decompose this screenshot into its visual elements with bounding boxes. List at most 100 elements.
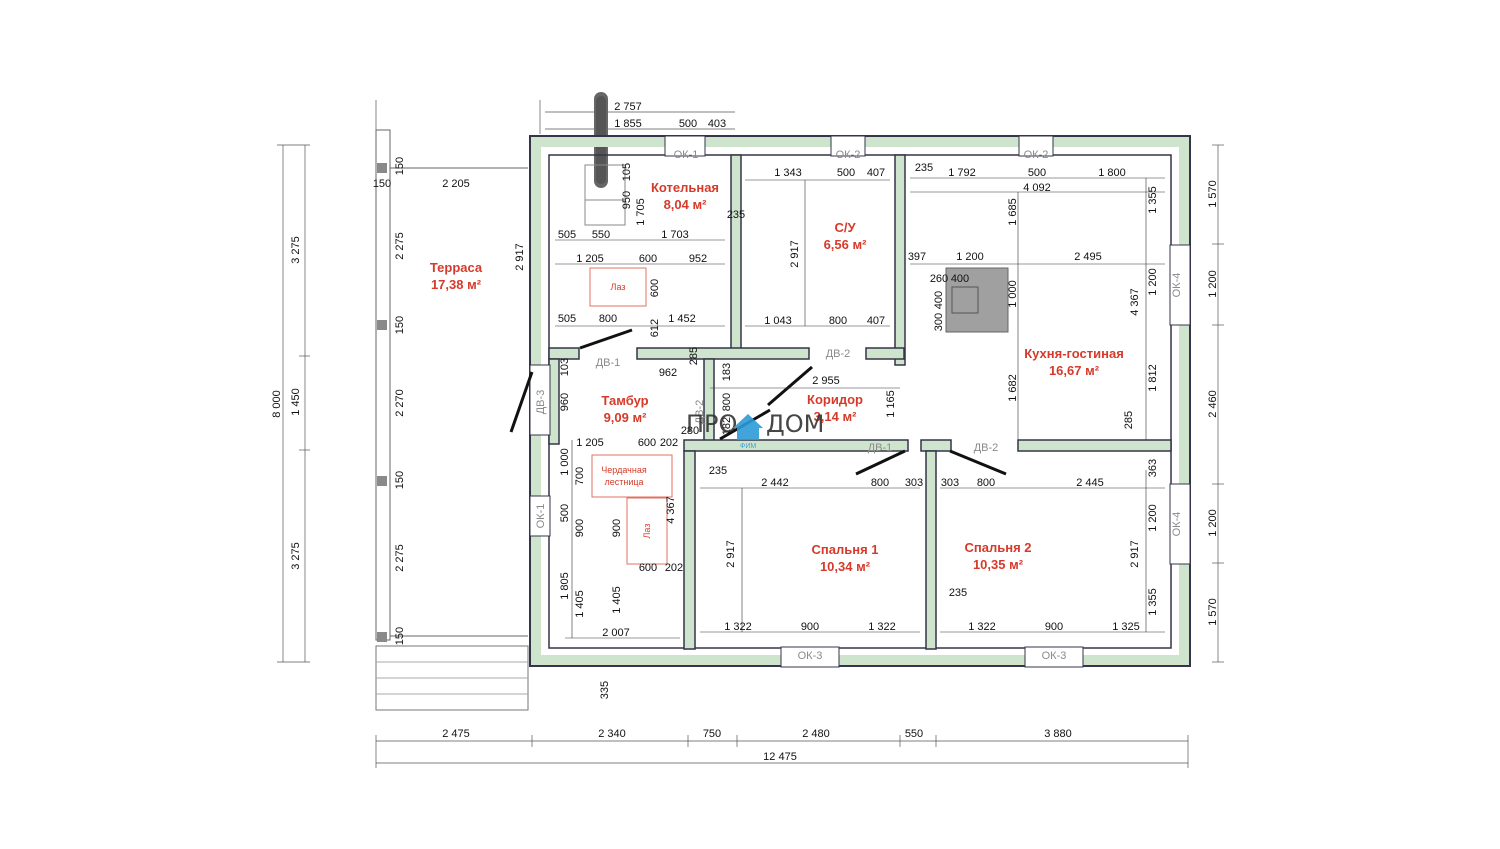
dim-boiler-1205: 1 205 xyxy=(576,253,604,265)
tag-ok3-a: ОК-3 xyxy=(798,650,823,662)
room-labels: Терраса 17,38 м² Котельная 8,04 м² С/У 6… xyxy=(430,180,1124,574)
dim-boiler-612: 612 xyxy=(649,319,661,337)
dim-bed1-235a: 235 xyxy=(709,465,727,477)
dim-bed2-2917: 2 917 xyxy=(1129,540,1141,568)
room-area-bath: 6,56 м² xyxy=(824,237,868,252)
dim-kitchen-400b: 400 xyxy=(933,291,945,309)
dim-left-1: 3 275 xyxy=(290,236,302,264)
dim-bath-1043: 1 043 xyxy=(764,315,792,327)
dim-bath-800: 800 xyxy=(829,315,847,327)
hatch-boiler xyxy=(589,267,647,307)
dim-kitchen-1682: 1 682 xyxy=(1007,374,1019,402)
dim-vest-600b: 600 xyxy=(639,562,657,574)
attic-stair-label-2: лестница xyxy=(604,477,643,487)
tag-ok1-left: ОК-1 xyxy=(535,504,547,529)
dim-vest-1805: 1 805 xyxy=(559,572,571,600)
room-area-kitchen: 16,67 м² xyxy=(1049,363,1100,378)
dim-vest-182: 182 xyxy=(721,417,733,435)
dim-bottom-4: 2 480 xyxy=(802,728,830,740)
dim-vest-103: 103 xyxy=(559,358,571,376)
tag-ok4-b: ОК-4 xyxy=(1171,512,1183,537)
dim-terrace-2205: 2 205 xyxy=(442,178,470,190)
dim-vest-1000: 1 000 xyxy=(559,448,571,476)
dim-kitchen-285: 285 xyxy=(1123,411,1135,429)
dim-boiler-950: 950 xyxy=(621,191,633,209)
hatch-vestibule-label: Лаз xyxy=(642,524,652,539)
hatch-vestibule xyxy=(626,497,668,565)
room-area-vestibule: 9,09 м² xyxy=(604,410,648,425)
dim-bed2-900: 900 xyxy=(1045,621,1063,633)
dim-vest-335: 335 xyxy=(599,681,611,699)
dim-bottom-1: 2 475 xyxy=(442,728,470,740)
logo-right-text: ДОМ xyxy=(766,410,824,438)
tag-dv2-c: ДВ-2 xyxy=(974,442,999,454)
tag-dv3: ДВ-3 xyxy=(535,390,547,415)
tag-dv2-a: ДВ-2 xyxy=(826,348,851,360)
dim-bottom-5: 550 xyxy=(905,728,923,740)
door-swings xyxy=(509,328,1007,476)
dim-kitchen-1355: 1 355 xyxy=(1147,186,1159,214)
dim-bottom-3: 750 xyxy=(703,728,721,740)
dim-vest-202b: 202 xyxy=(665,562,683,574)
dim-boiler-105: 105 xyxy=(621,163,633,181)
dim-kitchen-235: 235 xyxy=(915,162,933,174)
dim-kitchen-1685: 1 685 xyxy=(1007,198,1019,226)
dim-kitchen-1000: 1 000 xyxy=(1007,280,1019,308)
dim-bed2-1200: 1 200 xyxy=(1147,504,1159,532)
dim-bed1-1322a: 1 322 xyxy=(724,621,752,633)
room-area-bedroom2: 10,35 м² xyxy=(973,557,1024,572)
dim-vest-1405b: 1 405 xyxy=(611,586,623,614)
dim-kitchen-1812: 1 812 xyxy=(1147,364,1159,392)
dim-vest-2007: 2 007 xyxy=(602,627,630,639)
kitchen-column-core xyxy=(951,286,979,314)
measurement-lines xyxy=(555,177,1165,639)
room-area-terrace: 17,38 м² xyxy=(431,277,482,292)
dim-boiler-505b: 505 xyxy=(558,313,576,325)
dim-kitchen-1792: 1 792 xyxy=(948,167,976,179)
dim-top-2b: 500 xyxy=(679,118,697,130)
dim-bed2-2445: 2 445 xyxy=(1076,477,1104,489)
dim-terrace-2917: 2 917 xyxy=(514,243,526,271)
kitchen-column xyxy=(945,267,1009,333)
dim-kitchen-4367: 4 367 xyxy=(1129,288,1141,316)
dim-bath-1343: 1 343 xyxy=(774,167,802,179)
dim-vest-962: 962 xyxy=(659,367,677,379)
dim-vest-285: 285 xyxy=(688,347,700,365)
boiler-details xyxy=(584,164,626,226)
dimension-texts: 2 757 1 855 500 403 2 475 2 340 750 2 48… xyxy=(271,101,1219,763)
dim-terrace-2275a: 2 275 xyxy=(394,232,406,260)
dim-vest-960: 960 xyxy=(559,393,571,411)
dim-kitchen-400a: 400 xyxy=(951,273,969,285)
dim-left-total: 8 000 xyxy=(271,390,283,418)
room-area-corridor: 3,14 м² xyxy=(814,409,858,424)
dim-bed1-2442: 2 442 xyxy=(761,477,789,489)
room-name-bedroom1: Спальня 1 xyxy=(812,542,879,557)
dim-bed1-900: 900 xyxy=(801,621,819,633)
room-name-bedroom2: Спальня 2 xyxy=(965,540,1032,555)
dim-boiler-1705: 1 705 xyxy=(635,198,647,226)
dim-bath-407b: 407 xyxy=(867,315,885,327)
dim-terrace-150b: 150 xyxy=(394,157,406,175)
dim-corridor-2955: 2 955 xyxy=(812,375,840,387)
dim-bed1-2917: 2 917 xyxy=(725,540,737,568)
dim-vest-500: 500 xyxy=(559,504,571,522)
dim-boiler-800: 800 xyxy=(599,313,617,325)
dim-vest-700: 700 xyxy=(574,467,586,485)
dim-bed2-363: 363 xyxy=(1147,459,1159,477)
room-name-kitchen: Кухня-гостиная xyxy=(1024,346,1124,361)
room-area-boiler: 8,04 м² xyxy=(664,197,708,212)
dim-right-4: 1 200 xyxy=(1207,509,1219,537)
dim-bath-500: 500 xyxy=(837,167,855,179)
dim-terrace-150d: 150 xyxy=(394,471,406,489)
dim-kitchen-500: 500 xyxy=(1028,167,1046,179)
room-name-corridor: Коридор xyxy=(807,392,863,407)
openings xyxy=(529,135,1191,668)
attic-stair-label-1: Чердачная xyxy=(601,465,647,475)
dim-kitchen-300: 300 xyxy=(933,313,945,331)
dim-vest-202a: 202 xyxy=(660,437,678,449)
dimension-lines xyxy=(277,100,1224,768)
interior-walls xyxy=(548,154,1172,650)
dim-vest-900a: 900 xyxy=(574,519,586,537)
room-name-vestibule: Тамбур xyxy=(601,393,648,408)
room-name-terrace: Терраса xyxy=(430,260,483,275)
